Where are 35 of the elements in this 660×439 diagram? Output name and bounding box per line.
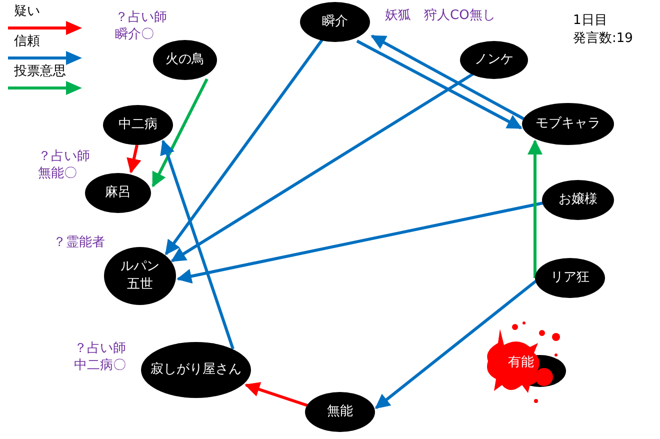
arrow [356,40,522,130]
node-label: お嬢様 [558,191,598,209]
name-ellipse [535,258,605,298]
arrow [126,144,142,174]
node-label: 麻呂 [105,184,131,202]
legend-label: 疑い [14,3,40,20]
role-note: ？占い師瞬介〇 [115,10,168,44]
role-note: ？占い師中二病〇 [74,341,127,375]
node-label: 瞬介 [322,13,348,31]
node-label: リア狂 [550,269,590,287]
node-label: 寂しがり屋さん [150,361,242,379]
node-label: 中二病 [118,116,158,134]
arrow [528,140,542,278]
role-note: ？霊能者 [53,235,105,252]
node-label: ルパン五世 [120,258,160,294]
node-label: 有能 [508,354,534,372]
arrow [370,34,525,120]
arrow [374,280,537,410]
node-label: 無能 [327,403,353,421]
arrow [160,140,234,350]
legend-label: 信頼 [14,33,40,50]
arrow [152,78,208,188]
node-label: 火の鳥 [166,51,204,69]
arrow [170,72,474,262]
name-ellipse [103,105,173,145]
role-note: 妖狐 狩人CO無し [385,8,496,25]
day-note: 発言数:19 [573,30,633,47]
node-label: モブキャラ [536,115,600,133]
name-ellipse [305,392,375,432]
legend-label: 投票意思 [14,63,66,80]
role-note: ？占い師無能〇 [38,149,91,183]
day-note: 1日目 [573,12,608,29]
node-label: ノンケ [474,51,514,69]
arrow [164,39,324,256]
arrow [176,202,544,284]
